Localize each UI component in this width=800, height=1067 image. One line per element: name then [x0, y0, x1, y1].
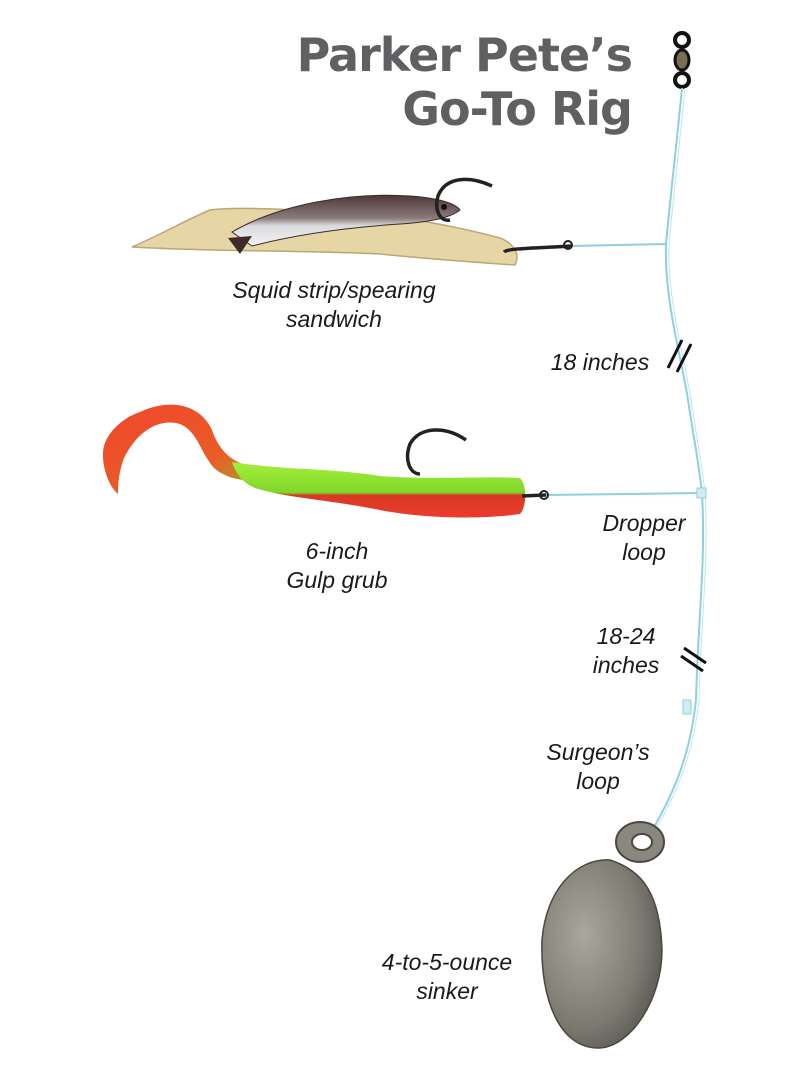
- dropper-loop-line: [545, 492, 703, 496]
- spearing-fish-icon: [228, 194, 461, 254]
- spacing-mark-bottom: [680, 646, 707, 673]
- surgeons-loop-knot: [682, 699, 692, 715]
- spacing-mark-top: [666, 339, 693, 373]
- sinker-icon: [541, 821, 665, 1049]
- grub-body: [232, 462, 526, 518]
- dropper-loop-label: Dropper loop: [602, 510, 686, 565]
- squid-strip-label: Squid strip/spearing sandwich: [232, 277, 436, 332]
- title-line-2: Go-To Rig: [402, 82, 633, 136]
- grub-hook-icon: [405, 428, 547, 498]
- sinker-label: 4-to-5-ounce sinker: [381, 949, 513, 1004]
- squid-hook-icon: [435, 177, 573, 254]
- top-dropper-line: [569, 243, 667, 247]
- main-line: [647, 87, 705, 839]
- page-title: Parker Pete’s Go-To Rig: [296, 28, 633, 136]
- surgeons-loop-label: Surgeon’s loop: [546, 739, 650, 794]
- title-line-1: Parker Pete’s: [296, 28, 633, 82]
- spacing-bottom-label: 18-24 inches: [592, 623, 660, 678]
- swivel-icon: [673, 31, 691, 89]
- grub-label: 6-inch Gulp grub: [286, 538, 388, 593]
- spacing-top-label: 18 inches: [550, 349, 650, 375]
